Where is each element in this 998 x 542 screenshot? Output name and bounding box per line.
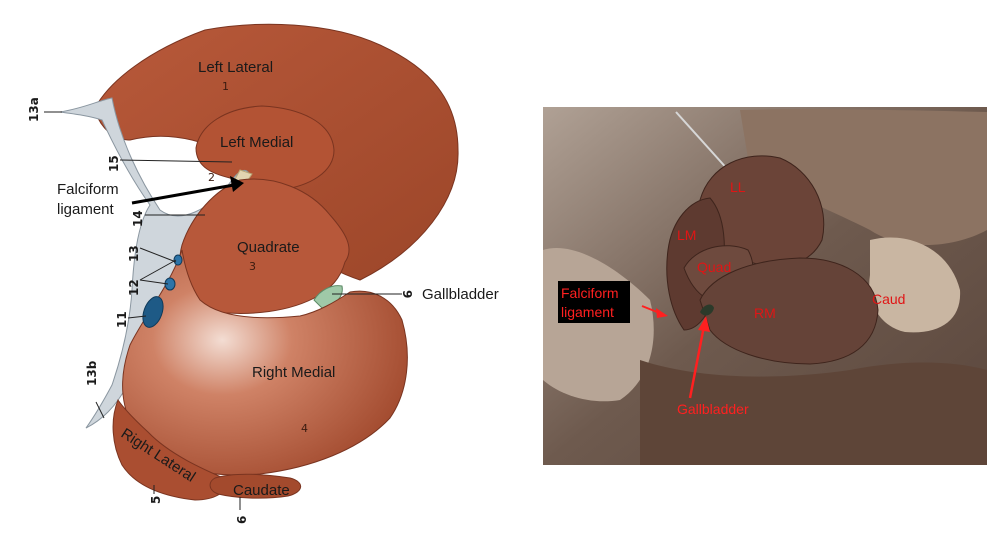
label-gallbladder: Gallbladder <box>422 286 499 303</box>
photo-label-caud: Caud <box>872 291 905 307</box>
number-11: 11 <box>115 311 129 328</box>
falciform-arrowhead <box>230 176 244 192</box>
photo-gallbladder-arrow <box>688 325 706 399</box>
label-caudate: Caudate <box>233 482 290 499</box>
label-falciform-line1: Falciform <box>57 181 119 198</box>
number-13b: 13b <box>85 360 99 386</box>
quadrate-lobe <box>179 178 350 314</box>
number-9: 9 <box>400 290 414 298</box>
label-right-medial: Right Medial <box>252 364 335 381</box>
probe-needle <box>675 111 731 173</box>
photo-falciform-arrowhead <box>656 308 668 318</box>
left-medial-lobe <box>195 105 335 191</box>
leader-13 <box>139 247 177 263</box>
leader-13b <box>95 401 105 419</box>
vessel-13 <box>173 254 183 266</box>
lobe-number-3: 3 <box>249 260 256 273</box>
number-13a: 13a <box>27 97 41 122</box>
photo-label-rm: RM <box>754 305 776 321</box>
lobe-number-4: 4 <box>301 422 308 435</box>
photo-label-gallbladder: Gallbladder <box>677 401 749 417</box>
leader-15 <box>119 159 233 163</box>
photo-gallbladder-spot <box>700 304 714 316</box>
photo-gallbladder-arrowhead <box>698 316 710 332</box>
right-lateral-lobe <box>112 398 229 501</box>
photo-rm-lobe <box>699 257 879 365</box>
photo-label-lm: LM <box>677 227 696 243</box>
leader-12a <box>139 279 169 285</box>
photo-label-falciform-line2: ligament <box>561 304 614 320</box>
photo-label-falciform-line1: Falciform <box>561 285 619 301</box>
right-medial-lobe <box>122 249 408 476</box>
number-13: 13 <box>127 245 141 262</box>
lobe-number-2: 2 <box>208 171 215 184</box>
label-left-medial: Left Medial <box>220 134 293 151</box>
falciform-arrow-line <box>131 183 235 205</box>
label-quadrate: Quadrate <box>237 239 300 256</box>
number-12: 12 <box>127 279 141 296</box>
label-left-lateral: Left Lateral <box>198 59 273 76</box>
photo-label-quad: Quad <box>697 259 731 275</box>
lower-tissue <box>640 360 987 465</box>
number-14: 14 <box>131 210 145 227</box>
anatomy-diagram: 1 2 3 4 Left Lateral Left Medial Quadrat… <box>27 23 499 524</box>
dissection-photo: LL LM Quad RM Caud Falciform ligament Ga… <box>543 107 987 465</box>
upper-right-tissue <box>740 109 987 245</box>
lobe-number-1: 1 <box>222 80 229 93</box>
intestine-right <box>869 237 961 333</box>
label-falciform-line2: ligament <box>57 201 115 218</box>
number-6: 6 <box>235 516 249 524</box>
photo-falciform-box <box>558 281 630 323</box>
number-5: 5 <box>149 496 163 504</box>
photo-label-ll: LL <box>730 179 746 195</box>
caudate-lobe <box>209 473 302 499</box>
leader-12b <box>139 259 177 281</box>
vessel-11 <box>142 296 164 328</box>
leader-11 <box>127 315 147 319</box>
number-15: 15 <box>107 155 121 172</box>
